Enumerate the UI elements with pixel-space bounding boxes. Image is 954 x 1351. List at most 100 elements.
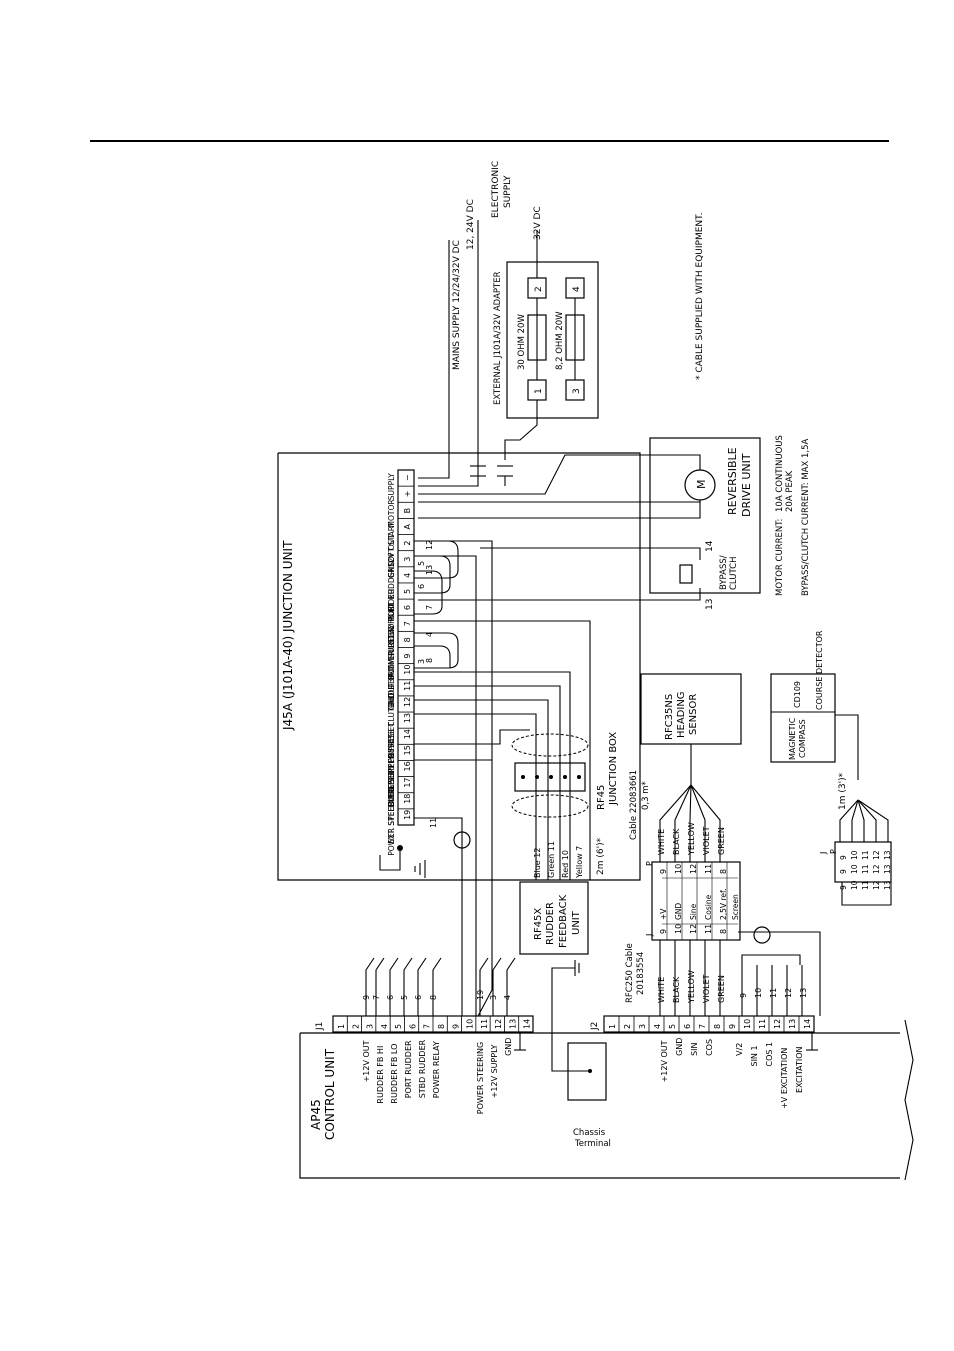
jp-box-name-0: +V xyxy=(659,908,668,920)
compass-label4: COURSE DETECTOR xyxy=(815,630,824,710)
j1-wire-5: 8 xyxy=(429,995,438,1000)
heading-wire-color-0: WHITE xyxy=(657,829,666,855)
j2-terminal-7: 8 xyxy=(713,1024,722,1029)
junction-terminal-0: − xyxy=(403,474,412,481)
rf45-shield-top xyxy=(511,733,589,757)
bypass-t14: 14 xyxy=(705,540,715,552)
bridge-8 xyxy=(414,645,451,668)
junction-terminal-14: 12 xyxy=(403,697,412,707)
j1-label-7: +12V SUPPLY xyxy=(490,1044,499,1098)
rfc250-color-0: WHITE xyxy=(657,977,666,1003)
jp-shield xyxy=(753,926,771,944)
jp-small-a-1: 10 xyxy=(850,850,859,860)
j1-wire-1: 7 xyxy=(372,995,381,1000)
j2-wire-4: 13 xyxy=(799,988,808,998)
jp-small-left-1: 10 xyxy=(850,880,859,890)
mains-supply-label: MAINS SUPPLY 12/24/32V DC xyxy=(452,240,462,370)
junction-label-11: RUDDER xyxy=(387,674,396,706)
bridge-number-5: 4 xyxy=(425,632,434,637)
rfc250-color-1: BLACK xyxy=(672,976,681,1003)
heading-wire-color-2: YELLOW xyxy=(687,822,696,856)
jp-box-name-1: GND xyxy=(674,903,683,920)
j2-name: J2 xyxy=(590,1022,600,1031)
bridge-4 xyxy=(414,632,459,669)
j1-wire-8: 4 xyxy=(503,995,512,1000)
resistor-8ohm-label: 8,2 OHM 20W xyxy=(555,311,565,370)
bridge-number-0: 12 xyxy=(425,540,434,550)
junction-label-9: + OUT FROM PILOT xyxy=(387,634,396,707)
compass-label1: MAGNETIC xyxy=(788,717,797,760)
motor-current-label: MOTOR CURRENT: xyxy=(775,519,785,596)
junction-label-8: POWER RELAY xyxy=(387,624,396,678)
j2-terminal-13: 14 xyxy=(803,1019,812,1029)
chassis-label2: Terminal xyxy=(574,1139,611,1149)
compass-box xyxy=(770,673,836,763)
jp-small-left-4: 13 xyxy=(883,880,892,890)
j2-label-7: +V EXCITATION xyxy=(780,1048,789,1109)
j2-wire-0: 9 xyxy=(739,993,748,998)
j2-label-5: SIN 1 xyxy=(750,1045,759,1066)
junction-label-18: POWER STEERING xyxy=(387,788,396,856)
jp-small-b-4: 13 xyxy=(883,864,892,874)
rfc250-color-4: GREEN xyxy=(717,975,726,1003)
rf45x-label2: RUDDER xyxy=(545,902,556,945)
j1-label-6: POWER STEERING xyxy=(476,1042,485,1114)
jp-small-j: J xyxy=(819,852,828,855)
bridge-number-7: 3 xyxy=(417,659,426,664)
j2-terminal-2: 3 xyxy=(638,1024,647,1029)
junction-terminal-17: 15 xyxy=(403,745,412,755)
jp-small-left-2: 11 xyxy=(861,880,870,890)
bridge-number-3: 6 xyxy=(417,584,426,589)
control-unit-label1: AP45 xyxy=(309,1099,323,1130)
j1-terminal-11: 12 xyxy=(494,1019,503,1029)
heading-sensor-label1: RFC35NS xyxy=(664,694,675,740)
compass-cable xyxy=(835,714,859,780)
j1-terminal-13: 14 xyxy=(523,1019,532,1029)
heading-sensor-label3: SENSOR xyxy=(688,694,699,735)
j1-terminal-10: 11 xyxy=(480,1019,489,1029)
rudder-wire-4 xyxy=(414,713,537,880)
control-unit-label2: CONTROL UNIT xyxy=(323,1048,337,1140)
j2-terminal-10: 11 xyxy=(758,1019,767,1029)
j1-label-4: STBD RUDDER xyxy=(418,1039,427,1098)
rf45x-wire-1: Green 11 xyxy=(547,841,556,878)
j1-label-3: PORT RUDDER xyxy=(404,1040,413,1098)
junction-unit-box xyxy=(277,452,641,881)
jp-box-j: J xyxy=(645,934,654,937)
adapter-title: EXTERNAL J101A/32V ADAPTER xyxy=(493,271,503,405)
junction-label-14: INT. SPEED PRESET xyxy=(387,722,396,794)
bridge-number-4: 7 xyxy=(425,605,434,610)
rf45x-wire-2: Red 10 xyxy=(561,850,570,878)
j2-terminal-0: 1 xyxy=(608,1024,617,1029)
junction-label-7: RUDDER FB HI xyxy=(387,604,396,658)
junction-unit-title: J45A (J101A-40) JUNCTION UNIT xyxy=(281,540,295,731)
junction-terminal-16: 14 xyxy=(403,729,412,739)
j1-terminal-7: 8 xyxy=(437,1024,446,1029)
rfc250-color-2: YELLOW xyxy=(687,970,696,1004)
supply-12-24-label: 12, 24V DC xyxy=(466,199,476,250)
heading-fan-wire-4 xyxy=(690,784,721,862)
jp-box-name-4: 2,5V ref. xyxy=(719,889,728,920)
bypass-clutch-coil xyxy=(679,564,693,584)
bypass-wire-14 xyxy=(480,547,701,560)
heading-fan-wire-3 xyxy=(690,784,706,862)
junction-label-17: EXT. SPEED PRESET xyxy=(387,770,396,844)
junction-terminal-2: B xyxy=(403,508,412,514)
j1-wire-3: 5 xyxy=(400,995,409,1000)
j2-terminal-12: 13 xyxy=(788,1019,797,1029)
j1-wire-2: 6 xyxy=(386,995,395,1000)
jp-small-box xyxy=(834,841,892,883)
rudder-wire-3 xyxy=(414,699,549,880)
j1-wire-4: 6 xyxy=(414,995,423,1000)
junction-label-10: + OUT xyxy=(387,664,396,689)
j2-label-0: +12V OUT xyxy=(660,1040,669,1082)
junction-label-4: GND xyxy=(387,561,396,578)
j2-terminal-9: 10 xyxy=(743,1019,752,1029)
adapter-t3-label: 3 xyxy=(572,388,582,394)
junction-label-5: PORT RUDDER xyxy=(387,567,396,621)
j2-wire-3: 12 xyxy=(784,988,793,998)
rf45x-cable-length: 2m (6')* xyxy=(596,837,606,875)
rf45-label2: JUNCTION BOX xyxy=(608,732,619,806)
j1-label-2: RUDDER FB LO xyxy=(390,1044,399,1104)
